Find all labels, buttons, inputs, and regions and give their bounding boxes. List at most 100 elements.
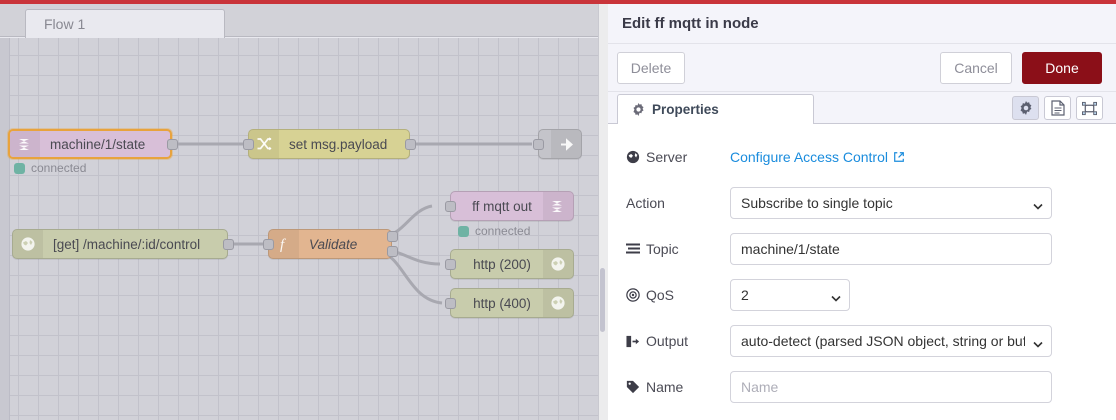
chevron-down-icon (831, 291, 841, 302)
node-label: http (400) (473, 295, 531, 311)
mqtt-icon (10, 131, 40, 157)
node-change-output-port[interactable] (405, 139, 416, 150)
bullseye-icon (626, 288, 640, 302)
node-debug-input-port[interactable] (533, 139, 544, 150)
gear-icon (1020, 101, 1031, 115)
form-row-output: Output auto-detect (parsed JSON object, … (608, 318, 1116, 364)
action-label-text: Action (626, 195, 665, 211)
node-http-in-output-port[interactable] (223, 239, 234, 250)
gear-icon (632, 103, 645, 116)
node-http-in[interactable]: [get] /machine/:id/control (12, 229, 228, 259)
flow-tab-flow-1[interactable]: Flow 1 (25, 9, 225, 38)
description-icon-button[interactable] (1044, 96, 1071, 120)
chevron-down-icon (1033, 337, 1043, 348)
panel-action-bar: Delete Cancel Done (608, 44, 1116, 92)
topic-label-text: Topic (646, 241, 679, 257)
qos-label: QoS (626, 287, 730, 303)
delete-button[interactable]: Delete (617, 52, 685, 84)
node-http-response-200[interactable]: http (200) (450, 249, 574, 279)
action-select-value: Subscribe to single topic (741, 195, 893, 211)
delete-button-label: Delete (630, 60, 672, 76)
output-select[interactable]: auto-detect (parsed JSON object, string … (730, 325, 1052, 357)
node-change[interactable]: set msg.payload (248, 129, 410, 159)
flow-workspace: Flow 1 machine/1/state (0, 4, 598, 420)
mqtt-icon (543, 192, 573, 220)
topic-input[interactable]: machine/1/state (730, 233, 1052, 265)
list-icon (626, 243, 640, 255)
node-mqtt-in-status: connected (14, 161, 86, 175)
form-row-server: Server Configure Access Control (608, 134, 1116, 180)
form-row-action: Action Subscribe to single topic (608, 180, 1116, 226)
sign-out-icon (626, 335, 640, 348)
status-dot (14, 162, 25, 174)
output-select-value: auto-detect (parsed JSON object, string … (741, 333, 1025, 349)
name-input[interactable]: Name (730, 371, 1052, 403)
server-label: Server (626, 149, 730, 165)
action-label: Action (626, 195, 730, 211)
globe-icon (626, 150, 640, 164)
qos-select[interactable]: 2 (730, 279, 850, 311)
output-label-text: Output (646, 333, 689, 349)
flow-canvas[interactable]: machine/1/state connected set msg.payloa (0, 38, 598, 420)
node-http-response-400-input-port[interactable] (445, 298, 456, 309)
node-mqtt-out-input-port[interactable] (445, 201, 456, 212)
node-function-output-port-2[interactable] (387, 246, 398, 257)
top-accent-bar (0, 0, 1116, 4)
name-label: Name (626, 379, 730, 395)
name-label-text: Name (646, 379, 684, 395)
tag-icon (626, 380, 640, 394)
done-button-label: Done (1045, 60, 1079, 76)
node-function-validate[interactable]: f Validate (268, 229, 392, 259)
properties-icon-button[interactable] (1012, 96, 1039, 120)
panel-resize-handle[interactable] (600, 268, 605, 332)
topic-label: Topic (626, 241, 730, 257)
node-mqtt-out-status: connected (458, 224, 530, 238)
flow-tab-bar: Flow 1 (0, 4, 598, 38)
server-label-text: Server (646, 149, 688, 165)
canvas-left-gutter (0, 38, 10, 420)
status-text: connected (31, 161, 87, 175)
node-mqtt-out[interactable]: ff mqtt out (450, 191, 574, 221)
panel-divider[interactable] (598, 4, 608, 420)
node-properties-form: Server Configure Access Control (608, 124, 1116, 420)
cancel-button-label: Cancel (954, 60, 998, 76)
globe-icon (13, 230, 43, 258)
cancel-button[interactable]: Cancel (940, 52, 1012, 84)
panel-tab-strip: Properties (608, 92, 1116, 125)
node-function-input-port[interactable] (263, 239, 274, 250)
debug-icon (551, 130, 581, 158)
external-link-icon (893, 151, 905, 163)
name-input-placeholder: Name (741, 379, 779, 395)
tab-properties[interactable]: Properties (617, 94, 814, 125)
node-http-response-200-input-port[interactable] (445, 259, 456, 270)
page-title: Edit ff mqtt in node (622, 15, 759, 32)
node-change-input-port[interactable] (243, 139, 254, 150)
tab-properties-label: Properties (652, 102, 719, 117)
panel-title-bar: Edit ff mqtt in node (608, 4, 1116, 44)
edit-node-panel: Edit ff mqtt in node Delete Cancel Done (608, 4, 1116, 420)
configure-access-control-label: Configure Access Control (730, 149, 888, 165)
document-icon (1050, 100, 1065, 116)
chevron-down-icon (1033, 199, 1043, 210)
appearance-icon (1082, 101, 1097, 115)
node-http-response-400[interactable]: http (400) (450, 288, 574, 318)
node-mqtt-in[interactable]: machine/1/state (8, 129, 172, 159)
node-label: Validate (309, 236, 358, 252)
appearance-icon-button[interactable] (1076, 96, 1103, 120)
action-select[interactable]: Subscribe to single topic (730, 187, 1052, 219)
form-row-name: Name Name (608, 364, 1116, 410)
globe-icon (543, 289, 573, 317)
form-row-qos: QoS 2 (608, 272, 1116, 318)
flow-tab-label: Flow 1 (44, 16, 86, 32)
status-dot (458, 225, 469, 237)
globe-icon (543, 250, 573, 278)
node-label: ff mqtt out (472, 198, 532, 214)
configure-access-control-link[interactable]: Configure Access Control (730, 149, 905, 165)
node-function-output-port-1[interactable] (387, 231, 398, 242)
node-mqtt-in-output-port[interactable] (167, 139, 178, 150)
node-label: http (200) (473, 256, 531, 272)
node-debug[interactable] (538, 129, 582, 159)
svg-text:f: f (280, 237, 286, 252)
done-button[interactable]: Done (1022, 52, 1102, 84)
